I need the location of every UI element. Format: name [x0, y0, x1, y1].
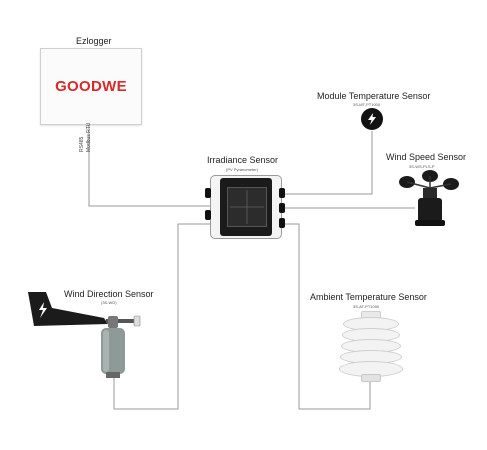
wind-speed-sensor-model: 3S-WS-PLS-P [409, 164, 435, 169]
wire-irradiance-to-module-temp [280, 131, 373, 195]
module-temp-sensor-model: 3S-MT-PT1000 [353, 102, 381, 107]
lightning-icon [368, 113, 376, 125]
panel-grid-icon [230, 190, 264, 224]
ezlogger-device: GOODWE [40, 48, 142, 125]
ambient-temp-sensor-model: 3S-AT-PT1000 [353, 304, 380, 309]
irradiance-port-right-bottom [279, 218, 285, 228]
irradiance-sensor-panel [227, 187, 267, 227]
rs485-label: RS485 [79, 136, 85, 152]
irradiance-port-left-bottom [205, 210, 211, 220]
wind-speed-sensor-title: Wind Speed Sensor [386, 152, 467, 162]
wire-irradiance-to-wind-direction [113, 223, 210, 410]
wire-irradiance-to-ambient-temp [280, 223, 371, 410]
module-temp-sensor-title: Module Temperature Sensor [317, 91, 431, 101]
module-temp-sensor-device [361, 108, 383, 130]
wind-vane-icon [28, 292, 141, 378]
radiation-shield-device [339, 311, 403, 382]
wind-direction-sensor-model: (3S-WD) [101, 300, 117, 305]
irradiance-port-right-middle [279, 203, 285, 213]
irradiance-port-right-top [279, 188, 285, 198]
modbus-rtu-label: Modbus RTU [86, 122, 92, 152]
anemometer-icon [399, 170, 459, 226]
wind-direction-sensor-title: Wind Direction Sensor [64, 289, 154, 299]
irradiance-sensor-title: Irradiance Sensor [207, 155, 279, 165]
ambient-temp-sensor-title: Ambient Temperature Sensor [310, 292, 427, 302]
irradiance-port-left-top [205, 188, 211, 198]
wire-ezlogger-to-irradiance [88, 124, 210, 207]
goodwe-logo: GOODWE [55, 78, 127, 95]
ezlogger-title: Ezlogger [76, 36, 112, 46]
irradiance-sensor-subtitle: (PV Pyranometer) [226, 167, 259, 172]
shield-bottom-mount [361, 374, 381, 382]
